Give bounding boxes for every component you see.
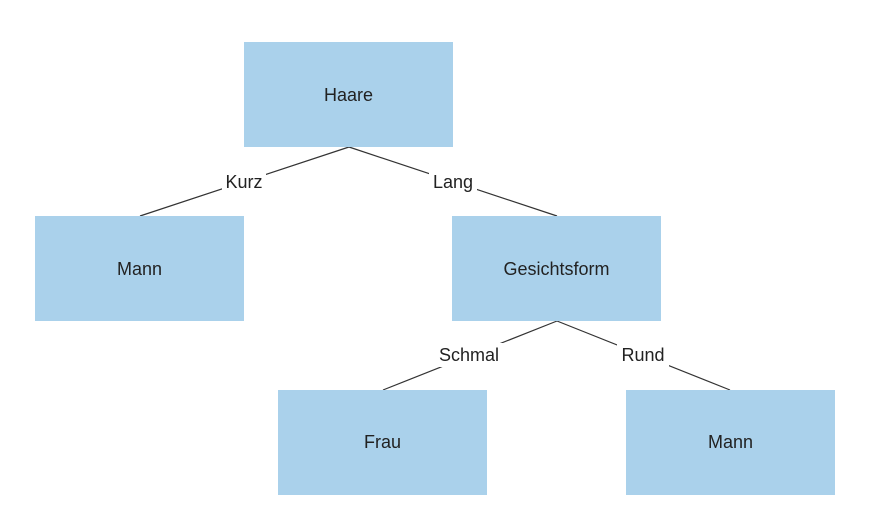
- node-mann-left: Mann: [35, 216, 244, 321]
- edge-label-lang-text: Lang: [433, 172, 473, 192]
- node-frau-label: Frau: [364, 432, 401, 452]
- node-haare-label: Haare: [324, 85, 373, 105]
- edge-label-kurz: Kurz: [222, 170, 266, 194]
- edge-label-schmal-text: Schmal: [439, 345, 499, 365]
- edge-label-lang: Lang: [429, 170, 477, 194]
- edge-label-rund: Rund: [617, 343, 669, 367]
- node-gesichtsform: Gesichtsform: [452, 216, 661, 321]
- node-frau: Frau: [278, 390, 487, 495]
- node-mann-right-label: Mann: [708, 432, 753, 452]
- node-gesichtsform-label: Gesichtsform: [503, 259, 609, 279]
- edge-label-schmal: Schmal: [434, 343, 504, 367]
- edge-label-rund-text: Rund: [621, 345, 664, 365]
- node-mann-right: Mann: [626, 390, 835, 495]
- node-haare: Haare: [244, 42, 453, 147]
- edge-label-kurz-text: Kurz: [225, 172, 262, 192]
- node-mann-left-label: Mann: [117, 259, 162, 279]
